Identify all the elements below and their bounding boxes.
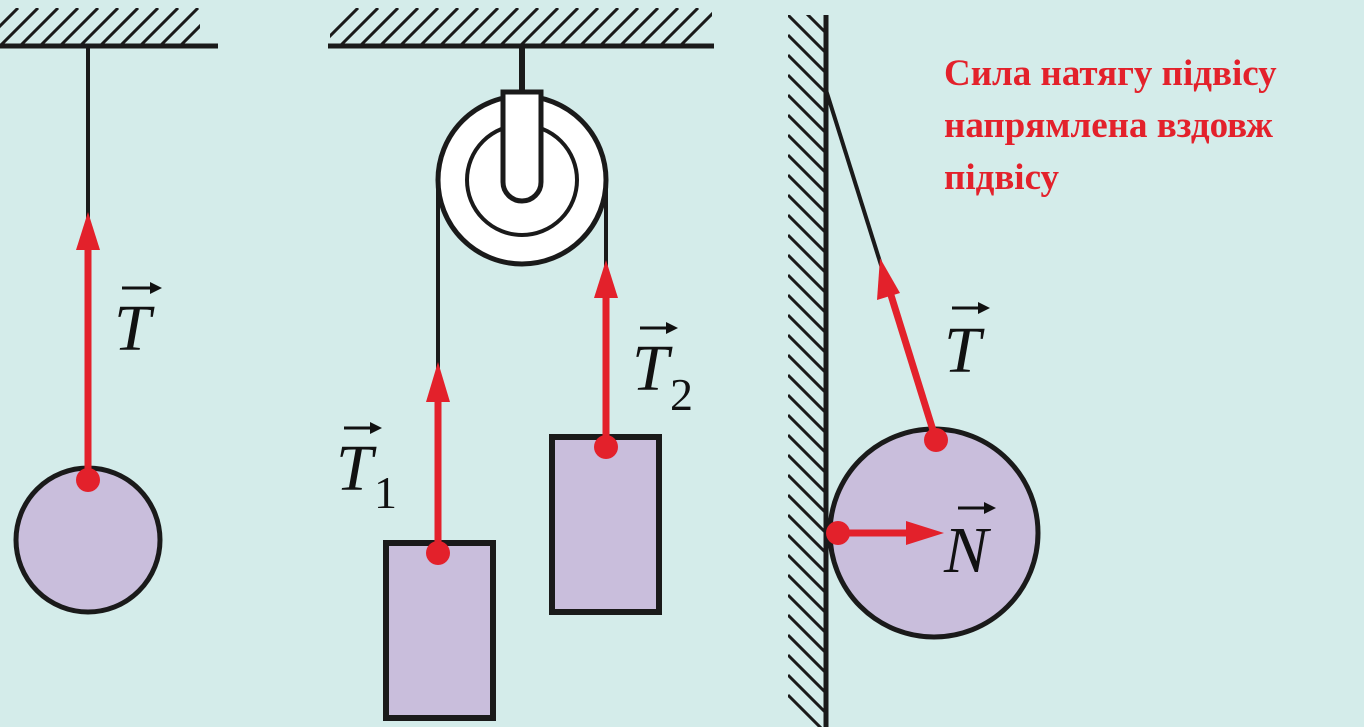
wall-hatch bbox=[788, 15, 826, 727]
label-t1-sub: 1 bbox=[374, 467, 397, 518]
tension-arrow-left-head bbox=[76, 212, 100, 250]
tension-arrow-t2-head bbox=[594, 260, 618, 298]
hanging-ball-diagram: T bbox=[0, 8, 218, 615]
caption-line-2: напрямлена вздовж bbox=[944, 105, 1273, 146]
block-left bbox=[383, 540, 496, 721]
tension-arrow-wall-shaft bbox=[886, 290, 940, 442]
caption: Сила натягу підвісу напрямлена вздовж пі… bbox=[944, 48, 1354, 204]
pulley-diagram: T 1 T 2 bbox=[328, 8, 714, 721]
label-t2-sub: 2 bbox=[670, 369, 693, 420]
ceiling-hatch-middle bbox=[330, 8, 712, 46]
tension-origin-wall bbox=[924, 428, 948, 452]
label-t1-letter: T bbox=[336, 432, 377, 505]
tension-origin-left bbox=[76, 468, 100, 492]
normal-origin bbox=[826, 521, 850, 545]
ceiling-hatch-left bbox=[0, 8, 200, 46]
pulley-bracket bbox=[500, 89, 544, 204]
label-t2-letter: T bbox=[632, 332, 673, 405]
tension-origin-t2 bbox=[594, 435, 618, 459]
tension-arrow-wall-head bbox=[877, 258, 900, 300]
caption-line-1: Сила натягу підвісу bbox=[944, 53, 1277, 94]
label-t1: T 1 bbox=[336, 422, 397, 518]
caption-line-3: підвісу bbox=[944, 157, 1060, 198]
tension-arrow-t1-head bbox=[426, 362, 450, 402]
label-t-single-text: T bbox=[114, 292, 155, 365]
label-n-wall: N bbox=[943, 502, 996, 587]
label-t-single: T bbox=[114, 282, 162, 365]
label-n-wall-text: N bbox=[943, 514, 992, 587]
tension-origin-t1 bbox=[426, 541, 450, 565]
label-t2: T 2 bbox=[632, 322, 693, 420]
label-t-wall: T bbox=[944, 302, 990, 387]
normal-arrow-head bbox=[906, 521, 944, 545]
block-right bbox=[549, 434, 662, 615]
label-t-wall-text: T bbox=[944, 314, 985, 387]
